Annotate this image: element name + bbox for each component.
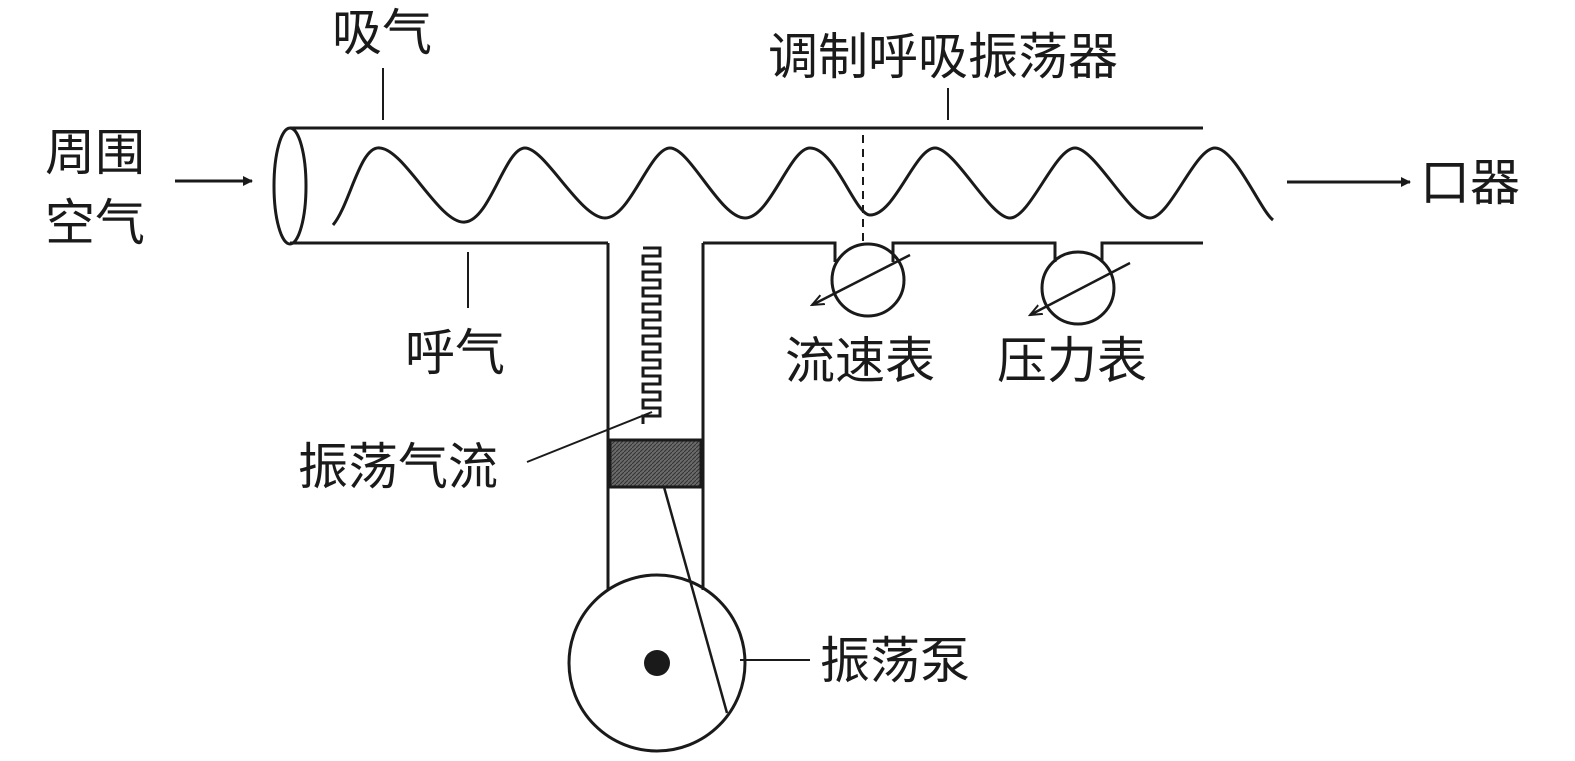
modulated-oscillator-label: 调制呼吸振荡器 [768, 28, 1118, 86]
flow-meter-gauge [812, 242, 911, 318]
oscillation-pump-wheel [567, 573, 747, 753]
pressure-gauge-label: 压力表 [997, 332, 1147, 390]
ambient-air-label-line2: 空气 [45, 194, 145, 252]
main-tube-bottom-wall-right-b [1100, 241, 1203, 262]
oscillating-flow-leader [526, 411, 653, 463]
flow-meter-label: 流速表 [785, 332, 935, 390]
inhale-label: 吸气 [332, 4, 432, 62]
oscillation-pump-label: 振荡泵 [820, 632, 970, 690]
piston-block [608, 438, 703, 489]
flow-meter-needle [812, 253, 911, 305]
pressure-gauge-dial [1040, 250, 1116, 326]
pressure-gauge-needle [1030, 261, 1131, 315]
pressure-gauge [1030, 250, 1131, 326]
ambient-air-label-line1: 周围 [45, 124, 145, 182]
main-tube [272, 126, 1203, 262]
pump-wheel-hub [644, 650, 670, 676]
main-tube-bottom-wall-mid [703, 241, 837, 262]
flow-meter-dial [830, 242, 906, 318]
connecting-rod [662, 486, 729, 714]
mouthpiece-label: 口器 [1420, 154, 1520, 212]
exhale-label: 呼气 [405, 324, 505, 382]
oscillation-wave [331, 146, 1275, 226]
main-tube-bottom-wall-right-a [891, 241, 1057, 262]
vertical-branch-tube [606, 243, 705, 590]
oscillating-flow-zigzag [641, 246, 662, 424]
tube-inlet-opening [272, 126, 308, 246]
pump-wheel-circle [567, 573, 747, 753]
oscillating-flow-label: 振荡气流 [298, 438, 498, 496]
